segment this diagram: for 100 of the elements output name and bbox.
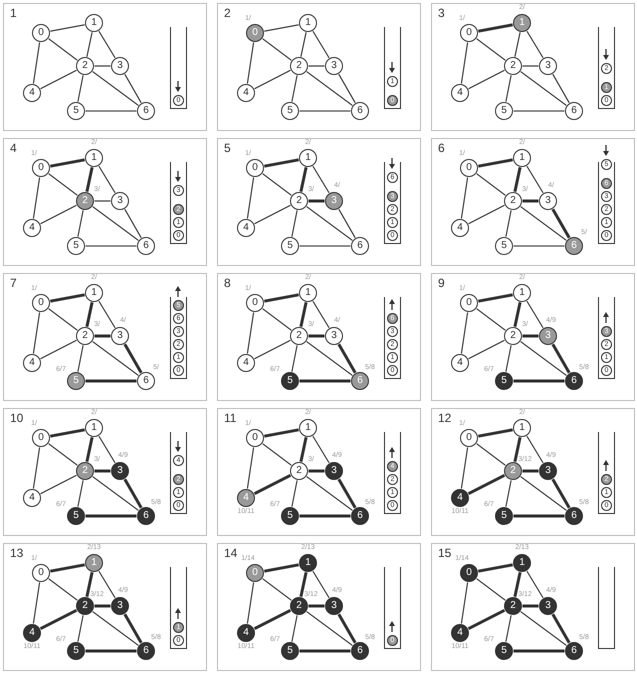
- graph-edge: [520, 71, 567, 106]
- vertex-circle: 3: [325, 57, 343, 75]
- graph-edge: [50, 563, 85, 573]
- graph-edge: [505, 345, 512, 372]
- vertex-circle: 4: [23, 489, 41, 507]
- graph-edge: [246, 42, 254, 84]
- graph-edge: [92, 206, 139, 241]
- graph-edge: [291, 480, 298, 507]
- graph-edge: [308, 65, 324, 67]
- graph-edge: [246, 582, 254, 624]
- step-panel: [3, 408, 207, 536]
- graph-edge: [552, 478, 570, 509]
- stack-container: [170, 27, 187, 109]
- graph-edge: [77, 75, 84, 102]
- graph-edge: [299, 166, 308, 192]
- graph-edge: [308, 334, 324, 338]
- vertex-circle: 0: [460, 429, 478, 447]
- step-panel: [3, 3, 207, 131]
- vertex-circle: 2: [504, 192, 522, 210]
- vertex-circle: 0: [246, 294, 264, 312]
- vertex-circle: 0: [460, 24, 478, 42]
- vertex-circle: 2: [76, 192, 94, 210]
- graph-edge: [254, 608, 292, 630]
- graph-edge: [40, 70, 77, 90]
- graph-edge: [505, 210, 512, 237]
- vertex-circle: 6: [351, 237, 369, 255]
- step-panel: [217, 138, 421, 266]
- stack-container: [170, 567, 187, 649]
- vertex-circle: 3: [539, 597, 557, 615]
- graph-edge: [513, 436, 522, 462]
- vertex-circle: 2: [504, 327, 522, 345]
- vertex-circle: 1: [85, 419, 103, 437]
- graph-edge: [520, 611, 567, 646]
- graph-edge: [338, 343, 356, 374]
- vertex-circle: 1: [299, 284, 317, 302]
- graph-edge: [478, 293, 513, 303]
- vertex-circle: 6: [351, 372, 369, 390]
- step-panel: [431, 543, 635, 671]
- vertex-circle: 3: [111, 192, 129, 210]
- step-panel: [3, 273, 207, 401]
- graph-edge: [522, 65, 538, 67]
- step-number: 8: [224, 276, 231, 290]
- vertex-circle: 3: [111, 57, 129, 75]
- vertex-circle: 5: [281, 642, 299, 660]
- graph-edge: [300, 380, 350, 382]
- graph-edge: [98, 166, 116, 194]
- vertex-circle: 1: [513, 419, 531, 437]
- graph-edge: [246, 312, 254, 354]
- graph-edge: [468, 608, 506, 630]
- graph-edge: [98, 300, 116, 328]
- step-panel: [3, 138, 207, 266]
- vertex-circle: 1: [85, 284, 103, 302]
- vertex-circle: 2: [76, 462, 94, 480]
- vertex-circle: 0: [460, 294, 478, 312]
- graph-edge: [246, 447, 254, 489]
- vertex-circle: 4: [237, 84, 255, 102]
- graph-edge: [522, 470, 538, 472]
- step-number: 15: [438, 546, 452, 560]
- vertex-circle: 5: [67, 642, 85, 660]
- graph-edge: [291, 615, 298, 642]
- vertex-circle: 0: [32, 24, 50, 42]
- graph-edge: [522, 334, 538, 338]
- graph-edge: [264, 293, 299, 303]
- graph-edge: [478, 428, 513, 438]
- graph-edge: [94, 334, 110, 338]
- graph-edge: [552, 613, 570, 644]
- graph-edge: [94, 200, 110, 202]
- vertex-circle: 0: [246, 429, 264, 447]
- vertex-circle: 4: [23, 219, 41, 237]
- vertex-circle: 0: [32, 159, 50, 177]
- vertex-circle: 3: [111, 597, 129, 615]
- graph-edge: [552, 343, 570, 374]
- graph-edge: [86, 650, 136, 652]
- vertex-circle: 1: [299, 14, 317, 32]
- graph-edge: [50, 158, 85, 168]
- graph-edge: [86, 245, 136, 247]
- graph-edge: [48, 443, 78, 466]
- vertex-circle: 0: [246, 159, 264, 177]
- vertex-circle: 1: [85, 14, 103, 32]
- step-number: 3: [438, 6, 445, 20]
- vertex-circle: 4: [23, 354, 41, 372]
- graph-edge: [514, 32, 521, 57]
- graph-edge: [86, 110, 136, 112]
- graph-edge: [338, 613, 356, 644]
- vertex-circle: 1: [85, 149, 103, 167]
- graph-edge: [308, 470, 324, 472]
- step-number: 1: [10, 6, 17, 20]
- vertex-circle: 6: [565, 102, 583, 120]
- step-number: 10: [10, 411, 24, 425]
- vertex-circle: 4: [237, 219, 255, 237]
- graph-edge: [50, 428, 85, 438]
- step-number: 11: [224, 411, 236, 425]
- graph-edge: [124, 74, 142, 104]
- graph-edge: [300, 245, 350, 247]
- graph-edge: [476, 578, 506, 601]
- graph-edge: [505, 615, 512, 642]
- graph-edge: [306, 341, 353, 376]
- graph-edge: [32, 42, 40, 84]
- graph-edge: [522, 604, 538, 608]
- graph-edge: [77, 345, 84, 372]
